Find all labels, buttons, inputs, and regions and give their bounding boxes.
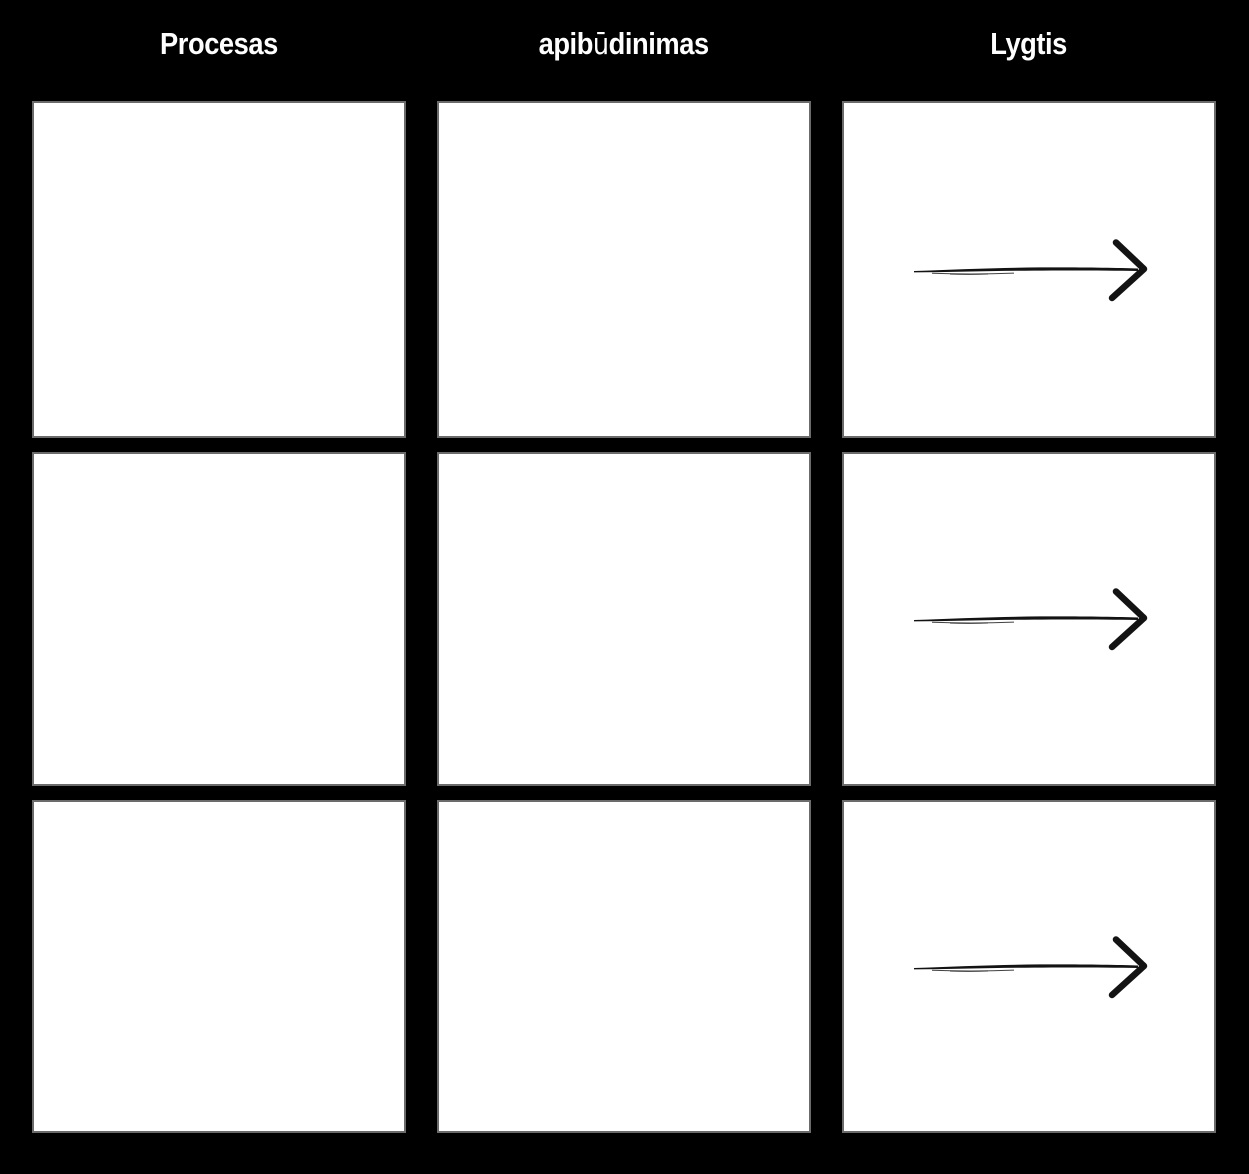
grid-cell-r3-c2[interactable] (437, 800, 811, 1133)
header-lygtis: Lygtis (842, 0, 1216, 101)
header-row: Procesas apibūdinimas Lygtis (32, 0, 1216, 101)
grid-cell-r1-c1[interactable] (32, 101, 406, 438)
arrow-right-icon (910, 931, 1148, 1003)
grid-cell-r1-c2[interactable] (437, 101, 811, 438)
u-macron-glyph: ū (593, 26, 610, 61)
header-procesas: Procesas (32, 0, 406, 101)
header-apibudinimas: apibūdinimas (437, 0, 811, 101)
grid-cell-r1-c3[interactable] (842, 101, 1216, 438)
arrow-right-icon (910, 234, 1148, 306)
grid-cell-r2-c3[interactable] (842, 452, 1216, 786)
arrow-right-icon (910, 583, 1148, 655)
grid-cell-r2-c1[interactable] (32, 452, 406, 786)
header-procesas-label: Procesas (160, 25, 278, 61)
header-lygtis-label: Lygtis (990, 25, 1068, 61)
header-apibudinimas-label: apibūdinimas (538, 25, 710, 61)
grid-cell-r3-c1[interactable] (32, 800, 406, 1133)
grid-cell-r3-c3[interactable] (842, 800, 1216, 1133)
grid-cell-r2-c2[interactable] (437, 452, 811, 786)
storyboard-grid (32, 101, 1216, 1133)
